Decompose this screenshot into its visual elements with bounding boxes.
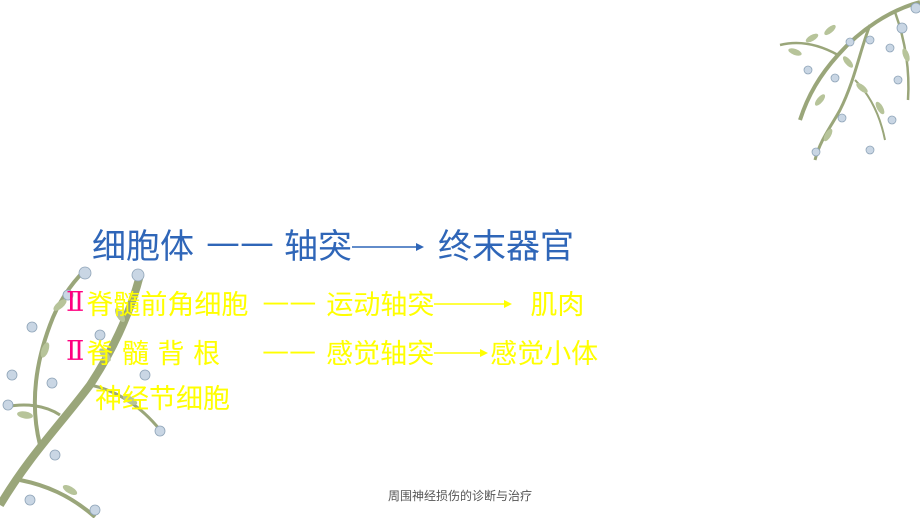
arrow-right-icon [434, 300, 513, 308]
row-marker: Ⅱ [66, 335, 85, 367]
axon-text: 轴突 [284, 226, 352, 267]
footer-caption: 周围神经损伤的诊断与治疗 [387, 489, 532, 503]
sensory-source-text: 脊 髓 背 根 [86, 338, 221, 370]
sensory-pathway-row: Ⅱ 脊 髓 背 根 —— 感觉轴突 感觉小体 [66, 331, 598, 371]
motor-source-text: 脊髓前角细胞 [86, 289, 249, 321]
title-dash: —— [206, 223, 274, 263]
arrow-right-icon [352, 243, 424, 251]
arrow-right-icon [434, 349, 489, 357]
motor-axon-text: 运动轴突 [326, 289, 435, 321]
row-marker: Ⅱ [66, 286, 85, 318]
cell-body-text: 细胞体 [92, 226, 194, 267]
ganglion-cell-text: 神经节细胞 [95, 383, 230, 415]
motor-pathway-row: Ⅱ 脊髓前角细胞 —— 运动轴突 肌肉 [66, 282, 584, 322]
sensory-source-continuation: 神经节细胞 [95, 376, 230, 416]
motor-dash: —— [262, 286, 317, 318]
motor-target-text: 肌肉 [530, 289, 585, 321]
sensory-dash: —— [262, 335, 317, 367]
sensory-axon-text: 感觉轴突 [326, 338, 435, 370]
sensory-target-text: 感觉小体 [490, 338, 599, 370]
vine-decoration-top-right [779, 0, 920, 161]
end-organ-text: 终末器官 [438, 226, 574, 267]
pathway-title-line: 细胞体 —— 轴突 终末器官 [92, 218, 574, 268]
